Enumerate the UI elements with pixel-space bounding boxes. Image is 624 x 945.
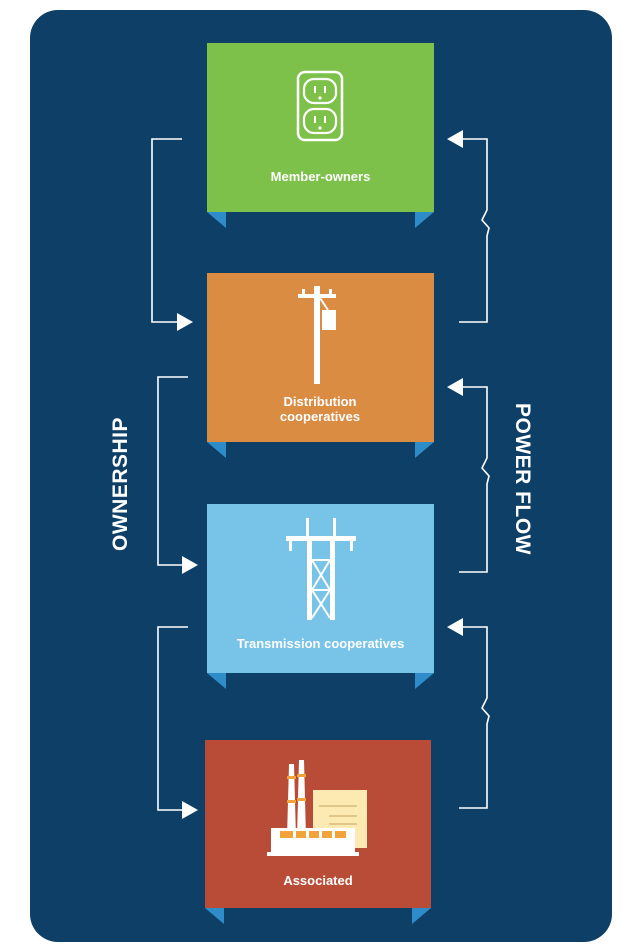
utility-pole-icon (298, 286, 336, 384)
distribution-cooperatives-label: Distribution cooperatives (279, 394, 361, 424)
member-owners-label: Member-owners (270, 169, 371, 184)
transmission-tower-icon (286, 518, 356, 620)
transmission-cooperatives-label: Transmission cooperatives (236, 636, 405, 651)
ownership-arrows (177, 313, 198, 819)
card-tabs (205, 212, 434, 924)
transmission-cooperatives-card: Transmission cooperatives (207, 504, 434, 673)
power-flow-label: POWER FLOW (511, 403, 534, 555)
member-owners-card: Member-owners (207, 43, 434, 212)
associated-card: Associated (205, 740, 431, 908)
power-plant-icon (267, 760, 367, 856)
power-flow-lines (459, 138, 490, 809)
associated-label: Associated (283, 873, 353, 888)
electrical-outlet-icon (296, 70, 344, 142)
ownership-label: OWNERSHIP (109, 416, 132, 552)
distribution-cooperatives-card: Distribution cooperatives (207, 273, 434, 442)
ownership-lines (151, 138, 188, 811)
power-flow-arrows (447, 130, 463, 636)
